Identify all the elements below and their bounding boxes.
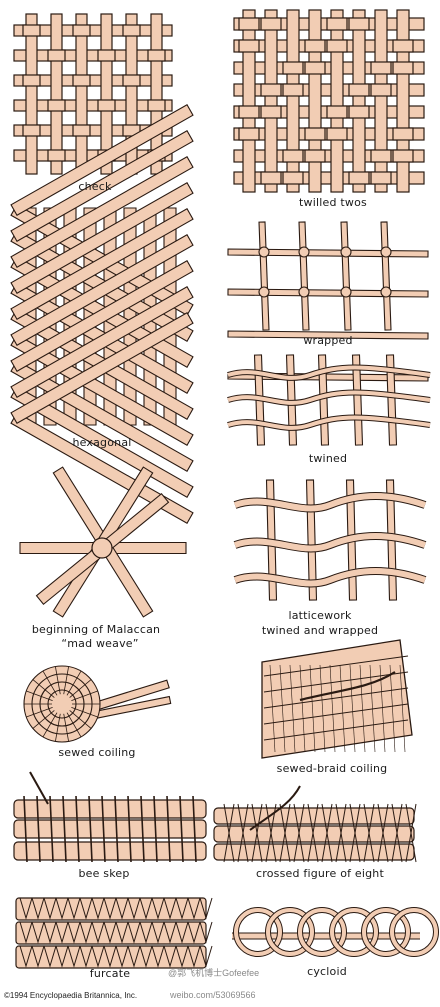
label-cycloid: cycloid bbox=[307, 965, 347, 978]
malaccan-star-illustration bbox=[19, 466, 187, 618]
twined-illustration bbox=[227, 354, 431, 446]
label-crossed-figure-of-eight: crossed figure of eight bbox=[256, 867, 384, 880]
label-malaccan-line2: “mad weave” bbox=[61, 637, 139, 650]
watermark-weibo-url: weibo.com/53069566 bbox=[170, 990, 256, 1000]
label-sewed-coiling: sewed coiling bbox=[58, 746, 136, 759]
label-hexagonal: hexagonal bbox=[72, 436, 132, 449]
bee-skep-illustration bbox=[13, 771, 207, 863]
watermark-weibo-handle: @郭飞机博士Gofeefee bbox=[168, 968, 260, 978]
copyright-credit: ©1994 Encyclopaedia Britannica, Inc. bbox=[4, 991, 138, 1000]
label-check: check bbox=[78, 180, 112, 193]
sewed-braid-coiling-illustration bbox=[261, 639, 413, 759]
cycloid-illustration bbox=[232, 907, 439, 957]
label-latticework-line1: latticework bbox=[288, 609, 352, 622]
crossed-figure-of-eight-illustration bbox=[213, 785, 417, 863]
furcate-illustration bbox=[15, 897, 213, 969]
label-sewed-braid-coiling: sewed-braid coiling bbox=[276, 762, 388, 775]
wrapped-illustration bbox=[227, 221, 429, 382]
label-wrapped: wrapped bbox=[303, 334, 353, 347]
sewed-coiling-illustration bbox=[23, 665, 172, 743]
check-weave-illustration bbox=[13, 13, 173, 175]
latticework-illustration bbox=[233, 479, 427, 601]
label-twilled-twos: twilled twos bbox=[299, 196, 367, 209]
label-bee-skep: bee skep bbox=[78, 867, 130, 880]
twilled-twos-illustration bbox=[233, 9, 425, 193]
label-malaccan-line1: beginning of Malaccan bbox=[31, 623, 161, 636]
label-twined: twined bbox=[308, 452, 348, 465]
hexagonal-illustration bbox=[10, 104, 194, 524]
label-latticework-line2: twined and wrapped bbox=[261, 624, 379, 637]
label-furcate: furcate bbox=[89, 967, 131, 980]
